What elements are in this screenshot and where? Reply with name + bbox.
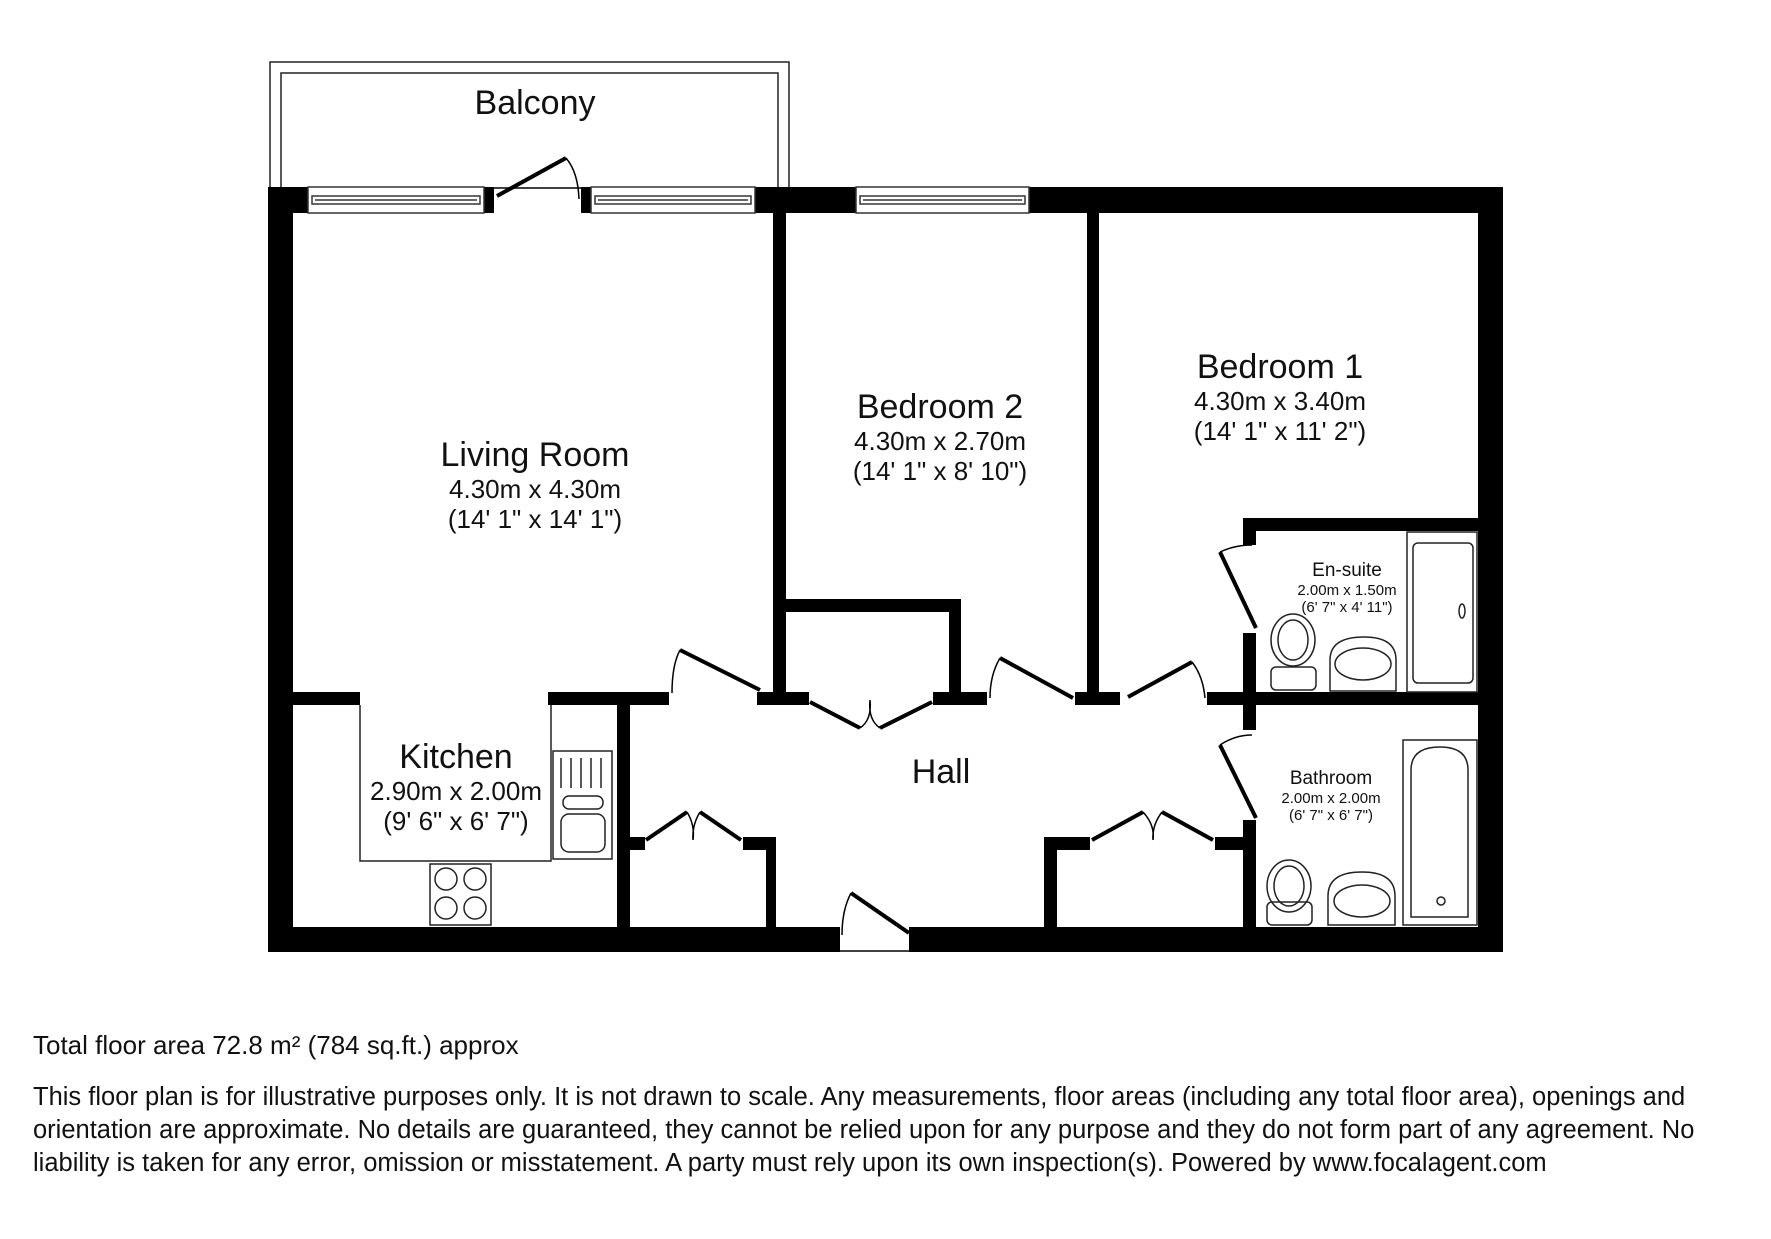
floor-plan — [268, 61, 1503, 952]
windows — [307, 186, 1030, 214]
room-metric: 2.00m x 1.50m — [1297, 581, 1397, 599]
disclaimer-text: This floor plan is for illustrative purp… — [33, 1083, 1695, 1177]
room-name: Bedroom 1 — [1196, 348, 1364, 386]
room-label-bathroom: Bathroom 2.00m x 2.00m (6' 7" x 6' 7") — [1281, 768, 1380, 824]
room-name: Kitchen — [399, 738, 513, 776]
bathroom-fixtures — [1266, 739, 1478, 926]
room-imperial: (6' 7" x 4' 11") — [1301, 599, 1393, 617]
room-name: Bedroom 2 — [856, 388, 1024, 426]
balcony-outline — [269, 61, 790, 187]
room-name: Bathroom — [1289, 768, 1373, 789]
room-imperial: (14' 1" x 8' 10") — [852, 455, 1028, 486]
total-floor-area: Total floor area 72.8 m² (784 sq.ft.) ap… — [33, 1030, 519, 1060]
room-metric: 2.00m x 2.00m — [1281, 789, 1381, 807]
room-imperial: (14' 1" x 11' 2") — [1193, 415, 1367, 446]
walls — [268, 187, 1503, 952]
room-label-balcony: Balcony — [475, 84, 596, 123]
room-metric: 4.30m x 4.30m — [449, 474, 621, 505]
room-name: Hall — [911, 753, 971, 791]
room-label-en-suite: En-suite 2.00m x 1.50m (6' 7" x 4' 11") — [1297, 560, 1396, 616]
room-label-hall: Hall — [912, 753, 971, 792]
footer: Total floor area 72.8 m² (784 sq.ft.) ap… — [33, 1030, 1753, 1180]
room-name: Balcony — [474, 84, 596, 122]
room-metric: 2.90m x 2.00m — [370, 776, 542, 807]
room-metric: 4.30m x 2.70m — [854, 426, 1026, 457]
room-imperial: (6' 7" x 6' 7") — [1289, 807, 1373, 825]
room-label-living-room: Living Room 4.30m x 4.30m (14' 1" x 14' … — [441, 436, 630, 535]
ensuite-fixtures — [1270, 531, 1478, 693]
room-label-bedroom-2: Bedroom 2 4.30m x 2.70m (14' 1" x 8' 10"… — [853, 388, 1027, 487]
kitchen-fixtures — [359, 705, 613, 926]
room-label-bedroom-1: Bedroom 1 4.30m x 3.40m (14' 1" x 11' 2"… — [1194, 348, 1366, 447]
room-label-kitchen: Kitchen 2.90m x 2.00m (9' 6" x 6' 7") — [370, 738, 542, 837]
doors — [494, 156, 1258, 952]
room-name: Living Room — [440, 436, 630, 474]
room-name: En-suite — [1312, 560, 1382, 581]
room-imperial: (14' 1" x 14' 1") — [447, 503, 623, 534]
room-metric: 4.30m x 3.40m — [1194, 386, 1366, 417]
room-imperial: (9' 6" x 6' 7") — [383, 805, 529, 836]
